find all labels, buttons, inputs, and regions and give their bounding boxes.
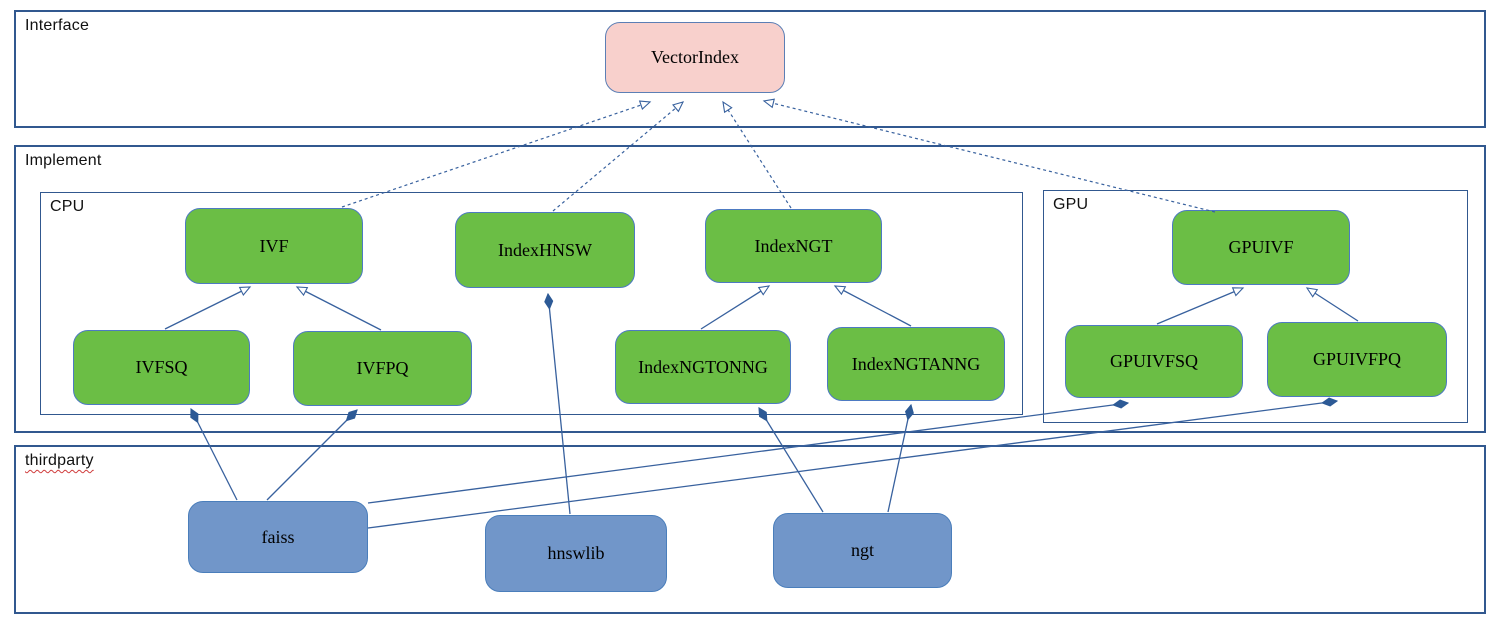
- node-gpuivfsq-label: GPUIVFSQ: [1109, 351, 1199, 371]
- node-indexngtanng[interactable]: IndexNGTANNG: [827, 327, 1005, 401]
- node-indexngtanng-label: IndexNGTANNG: [851, 353, 981, 374]
- node-faiss[interactable]: faiss: [188, 501, 368, 573]
- node-vectorindex-label: VectorIndex: [651, 47, 739, 67]
- node-indexhnsw[interactable]: IndexHNSW: [455, 212, 635, 288]
- node-indexngt-label: IndexNGT: [754, 235, 833, 256]
- node-gpuivf[interactable]: GPUIVF: [1172, 210, 1350, 285]
- node-ivfsq-label: IVFSQ: [135, 357, 188, 377]
- group-cpu-label: CPU: [50, 198, 85, 215]
- node-hnswlib[interactable]: hnswlib: [485, 515, 667, 592]
- group-interface-label: Interface: [25, 17, 90, 34]
- node-gpuivfsq[interactable]: GPUIVFSQ: [1065, 325, 1243, 398]
- node-hnswlib-label: hnswlib: [547, 543, 605, 563]
- node-ivfpq-label: IVFPQ: [356, 358, 409, 378]
- node-indexhnsw-label: IndexHNSW: [498, 239, 592, 260]
- node-ivf[interactable]: IVF: [185, 208, 363, 284]
- group-thirdparty-label: thirdparty: [25, 452, 94, 469]
- node-indexngtonng[interactable]: IndexNGTONNG: [615, 330, 791, 404]
- group-implement-label: Implement: [25, 152, 102, 169]
- node-ngt-label: ngt: [850, 540, 874, 560]
- node-ngt[interactable]: ngt: [773, 513, 952, 588]
- node-ivfpq[interactable]: IVFPQ: [293, 331, 472, 406]
- node-indexngt[interactable]: IndexNGT: [705, 209, 882, 283]
- node-gpuivf-label: GPUIVF: [1228, 237, 1294, 257]
- node-faiss-label: faiss: [261, 526, 295, 547]
- node-indexngtonng-label: IndexNGTONNG: [638, 356, 768, 377]
- node-gpuivfpq-label: GPUIVFPQ: [1312, 349, 1402, 369]
- node-vectorindex[interactable]: VectorIndex: [605, 22, 785, 93]
- node-ivfsq[interactable]: IVFSQ: [73, 330, 250, 405]
- node-ivf-label: IVF: [259, 235, 289, 256]
- group-gpu-label: GPU: [1053, 196, 1089, 213]
- node-gpuivfpq[interactable]: GPUIVFPQ: [1267, 322, 1447, 397]
